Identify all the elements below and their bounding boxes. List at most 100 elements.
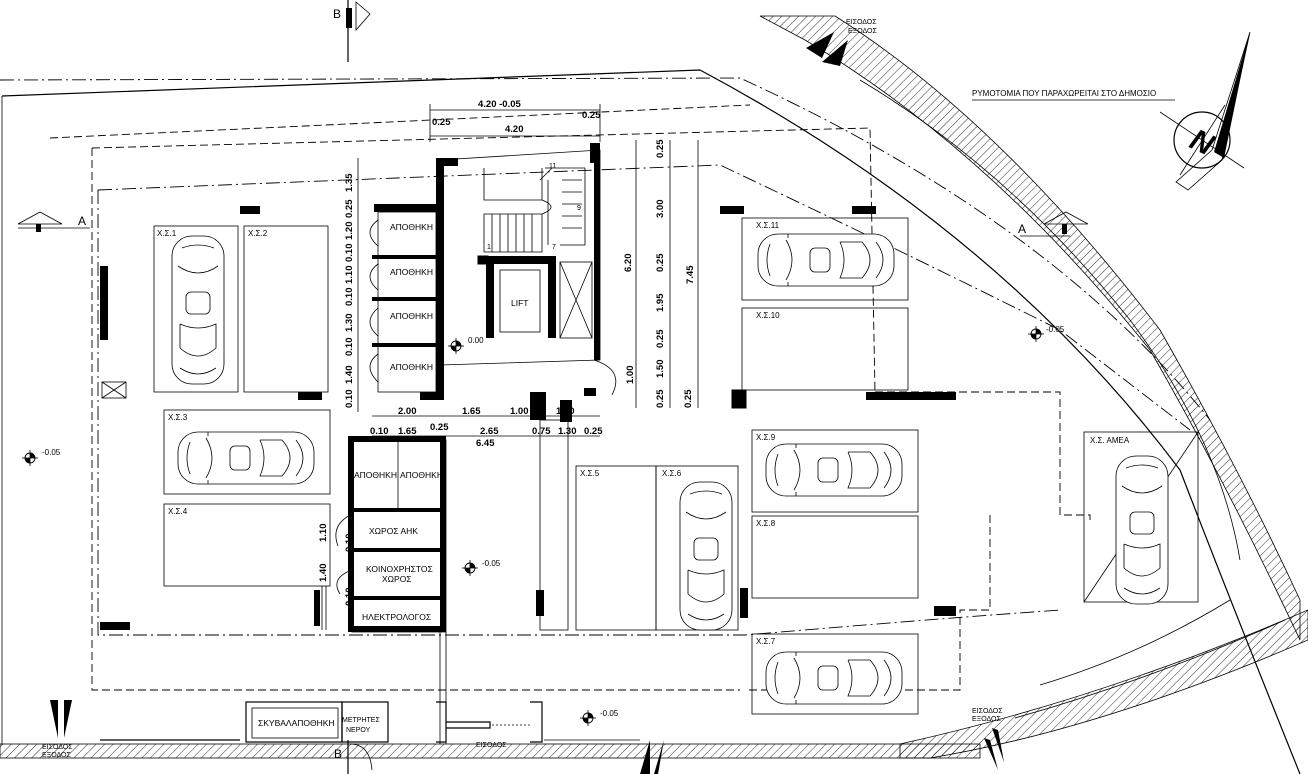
svg-text:Χ.Σ.9: Χ.Σ.9 bbox=[756, 433, 776, 442]
svg-text:0.10: 0.10 bbox=[344, 338, 355, 357]
svg-text:1.30: 1.30 bbox=[344, 314, 355, 333]
svg-text:Χ.Σ.10: Χ.Σ.10 bbox=[756, 311, 780, 320]
svg-text:A: A bbox=[78, 214, 86, 228]
svg-text:0.25: 0.25 bbox=[655, 139, 666, 158]
svg-text:7: 7 bbox=[552, 244, 556, 251]
parking-space-2: Χ.Σ.2 bbox=[243, 225, 329, 393]
svg-text:Χ.Σ.11: Χ.Σ.11 bbox=[756, 221, 780, 230]
storage-label-5: ΑΠΟΘΗΚΗ bbox=[354, 470, 397, 480]
common-room-label-2: ΧΩΡΟΣ bbox=[382, 574, 412, 584]
svg-text:6.20: 6.20 bbox=[623, 254, 634, 273]
svg-text:1.10: 1.10 bbox=[344, 266, 355, 285]
svg-text:ΕΙΣΟΔΟΣ: ΕΙΣΟΔΟΣ bbox=[42, 744, 73, 751]
svg-text:4.20: 4.20 bbox=[505, 124, 524, 135]
entrance-bottom-left: ΕΙΣΟΔΟΣ ΕΞΟΔΟΣ bbox=[42, 700, 73, 759]
svg-text:-0.05: -0.05 bbox=[482, 559, 501, 568]
svg-text:0.25: 0.25 bbox=[344, 199, 355, 218]
parking-space-11: Χ.Σ.11 bbox=[741, 217, 909, 301]
svg-text:0.10: 0.10 bbox=[344, 534, 355, 553]
svg-text:-0.05: -0.05 bbox=[42, 448, 61, 457]
svg-text:0.10: 0.10 bbox=[344, 288, 355, 307]
parking-space-7: Χ.Σ.7 bbox=[751, 633, 919, 715]
svg-text:0.25: 0.25 bbox=[584, 426, 603, 437]
svg-text:2.00: 2.00 bbox=[398, 406, 417, 417]
svg-text:0.10: 0.10 bbox=[370, 426, 389, 437]
north-arrow: N bbox=[1159, 31, 1251, 191]
section-marker-b-top: B bbox=[333, 0, 371, 62]
refuse-room: ΣΚΥΒΑΛΑΠΟΘΗΚΗ bbox=[245, 701, 343, 743]
svg-text:-0.05: -0.05 bbox=[1046, 325, 1065, 334]
level-left: -0.05 bbox=[21, 448, 61, 467]
svg-text:1.30: 1.30 bbox=[558, 426, 577, 437]
svg-text:ΕΙΣΟΔΟΣ: ΕΙΣΟΔΟΣ bbox=[972, 708, 1003, 715]
parking-space-10: Χ.Σ.10 bbox=[741, 307, 909, 391]
street-hatch-bottom bbox=[0, 743, 981, 759]
svg-text:Χ.Σ.5: Χ.Σ.5 bbox=[580, 469, 600, 478]
parking-space-4: Χ.Σ.4 bbox=[163, 503, 331, 587]
lift-label: LIFT bbox=[511, 298, 528, 308]
dimensions-services: 1.10 0.10 1.40 0.10 bbox=[318, 524, 355, 607]
entrance-top-right: ΕΙΣΟΔΟΣ ΕΞΟΔΟΣ bbox=[806, 19, 877, 66]
svg-text:1.65: 1.65 bbox=[462, 406, 481, 417]
svg-text:0.25: 0.25 bbox=[432, 117, 451, 128]
svg-text:1.00: 1.00 bbox=[510, 406, 529, 417]
storage-label-2: ΑΠΟΘΗΚΗ bbox=[390, 267, 433, 277]
svg-text:1.00: 1.00 bbox=[625, 366, 636, 385]
svg-text:0.25: 0.25 bbox=[582, 110, 601, 121]
parking-space-amea: Χ.Σ. ΑΜΕΑ bbox=[1083, 431, 1199, 605]
svg-text:Χ.Σ.4: Χ.Σ.4 bbox=[168, 507, 188, 516]
stair-lift-core: 11 1 7 9 LIFT bbox=[420, 143, 617, 420]
parking-space-6: Χ.Σ.6 bbox=[655, 465, 739, 631]
svg-text:0.75: 0.75 bbox=[532, 426, 551, 437]
svg-text:0.10: 0.10 bbox=[344, 390, 355, 409]
site-boundary bbox=[1, 69, 1301, 774]
svg-text:0.25: 0.25 bbox=[655, 329, 666, 348]
svg-text:1.95: 1.95 bbox=[655, 293, 666, 312]
svg-text:ΕΙΣΟΔΟΣ: ΕΙΣΟΔΟΣ bbox=[846, 19, 877, 26]
svg-text:0.10: 0.10 bbox=[344, 244, 355, 263]
svg-text:ΝΕΡΟΥ: ΝΕΡΟΥ bbox=[346, 727, 371, 734]
level-core: 0.00 bbox=[447, 336, 484, 355]
svg-text:B: B bbox=[334, 747, 342, 761]
storage-label-4: ΑΠΟΘΗΚΗ bbox=[390, 362, 433, 372]
parking-space-1: Χ.Σ.1 bbox=[153, 225, 239, 393]
dimensions-left: 1.35 0.25 1.20 0.10 1.10 0.10 1.30 0.10 … bbox=[344, 158, 359, 412]
svg-text:0.25: 0.25 bbox=[683, 389, 694, 408]
section-marker-a-right: A bbox=[1018, 211, 1089, 237]
svg-text:0.00: 0.00 bbox=[468, 336, 484, 345]
parking-space-8: Χ.Σ.8 bbox=[751, 515, 919, 599]
svg-text:1.10: 1.10 bbox=[318, 524, 329, 543]
svg-text:Χ.Σ. ΑΜΕΑ: Χ.Σ. ΑΜΕΑ bbox=[1090, 436, 1130, 445]
level-bottom: -0.05 bbox=[579, 709, 619, 727]
dimensions-right: 6.20 0.25 3.00 0.25 1.95 0.25 1.50 0.25 … bbox=[623, 139, 699, 408]
svg-text:Χ.Σ.1: Χ.Σ.1 bbox=[157, 229, 177, 238]
level-center: -0.05 bbox=[461, 559, 501, 577]
section-marker-a-left: A bbox=[17, 211, 90, 232]
svg-text:6.45: 6.45 bbox=[476, 438, 495, 449]
svg-text:1.65: 1.65 bbox=[398, 426, 417, 437]
svg-text:0.25: 0.25 bbox=[430, 422, 449, 433]
common-room-label-1: ΚΟΙΝΟΧΡΗΣΤΟΣ bbox=[366, 564, 433, 574]
svg-text:Χ.Σ.3: Χ.Σ.3 bbox=[168, 413, 188, 422]
svg-text:1.40: 1.40 bbox=[318, 564, 329, 583]
storage-label-1: ΑΠΟΘΗΚΗ bbox=[390, 222, 433, 232]
dimensions-top: 4.20 -0.05 0.25 0.25 4.20 bbox=[429, 99, 601, 142]
svg-text:7.45: 7.45 bbox=[685, 265, 696, 284]
svg-text:ΕΞΟΔΟΣ: ΕΞΟΔΟΣ bbox=[972, 716, 1001, 723]
svg-text:ΕΞΟΔΟΣ: ΕΞΟΔΟΣ bbox=[848, 28, 877, 35]
svg-text:1: 1 bbox=[487, 244, 491, 251]
storage-label-6: ΑΠΟΘΗΚΗ bbox=[400, 470, 443, 480]
water-meters: ΜΕΤΡΗΤΕΣ ΝΕΡΟΥ bbox=[341, 701, 389, 771]
level-right: -0.05 bbox=[1027, 325, 1065, 343]
ahk-room-label: ΧΩΡΟΣ ΑΗΚ bbox=[369, 526, 418, 536]
svg-text:B: B bbox=[333, 7, 341, 21]
svg-text:3.00: 3.00 bbox=[655, 200, 666, 219]
entrance-bottom-right: ΕΙΣΟΔΟΣ ΕΞΟΔΟΣ bbox=[972, 708, 1004, 770]
electric-room-label: ΗΛΕΚΤΡΟΛΟΓΟΣ bbox=[362, 612, 431, 622]
svg-text:Χ.Σ.8: Χ.Σ.8 bbox=[756, 519, 776, 528]
parking-space-3: Χ.Σ.3 bbox=[163, 409, 331, 495]
svg-text:1.20: 1.20 bbox=[344, 222, 355, 241]
parking-space-5: Χ.Σ.5 bbox=[575, 465, 657, 631]
svg-text:Χ.Σ.7: Χ.Σ.7 bbox=[756, 637, 776, 646]
